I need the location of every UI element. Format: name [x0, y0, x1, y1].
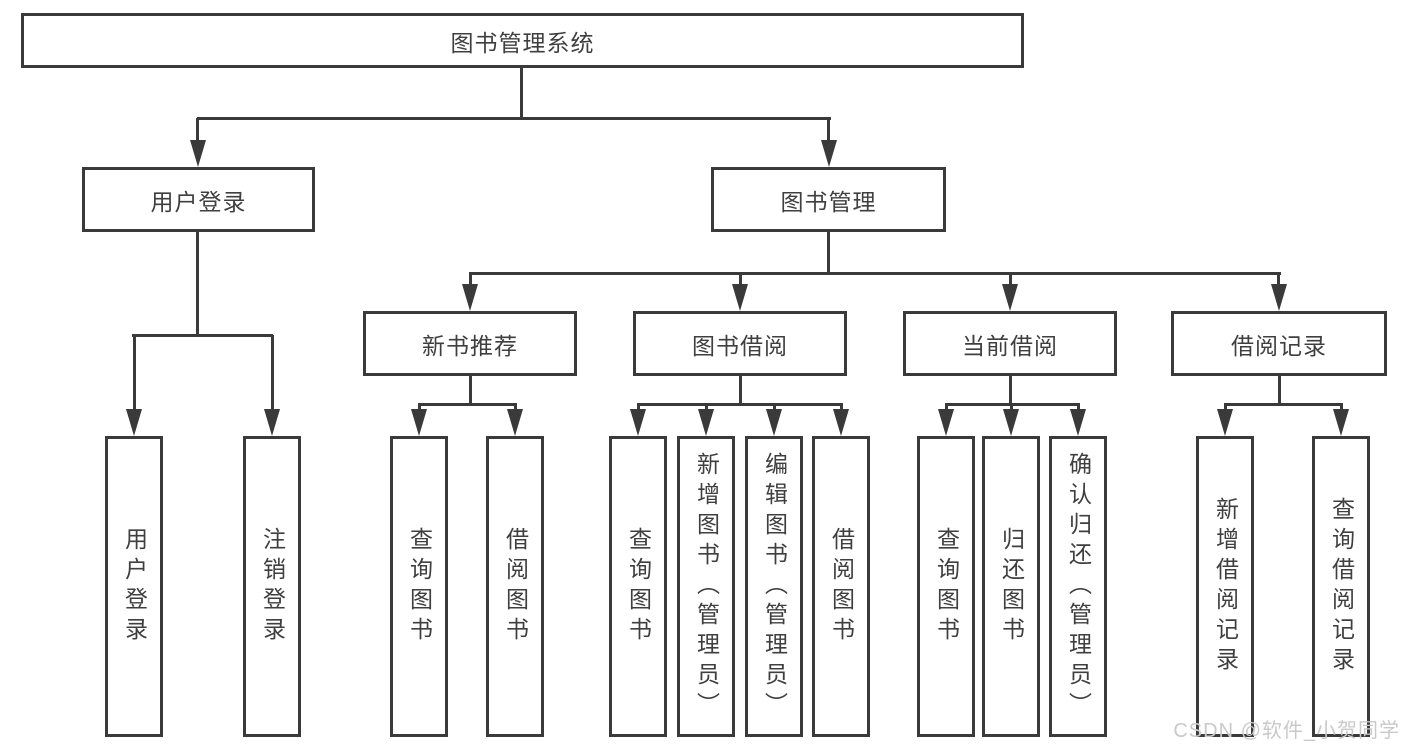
- connector-line: [1224, 403, 1343, 406]
- connector-line: [1009, 273, 1012, 285]
- node-book-borrowing: 图书借阅: [633, 311, 847, 376]
- connector-arrow: [411, 409, 427, 436]
- leaf-user-login-label: 用户登录: [121, 526, 148, 647]
- connector-line: [773, 404, 776, 410]
- connector-line: [520, 68, 523, 118]
- node-new-book-recommend-label: 新书推荐: [422, 332, 518, 359]
- node-current-borrowing: 当前借阅: [903, 311, 1117, 376]
- connector-line: [840, 404, 843, 410]
- connector-arrow: [462, 284, 478, 311]
- connector-arrow: [833, 409, 849, 436]
- connector-line: [196, 118, 199, 142]
- connector-arrow: [126, 409, 142, 436]
- leaf-logout: 注销登录: [243, 436, 301, 737]
- connector-line: [827, 232, 830, 273]
- connector-arrow: [698, 409, 714, 436]
- node-borrowing-records: 借阅记录: [1171, 311, 1387, 376]
- connector-arrow: [1333, 409, 1349, 436]
- connector-arrow: [507, 409, 523, 436]
- connector-line: [637, 404, 640, 410]
- connector-arrow: [732, 284, 748, 311]
- connector-line: [196, 232, 199, 335]
- connector-line: [1277, 273, 1280, 285]
- leaf-query-book-borrowing-label: 查询图书: [625, 526, 652, 647]
- connector-line: [469, 272, 1281, 275]
- leaf-return-book-label: 归还图书: [998, 526, 1025, 647]
- leaf-query-book-recommend: 查询图书: [390, 436, 448, 737]
- node-user-login: 用户登录: [82, 167, 315, 232]
- connector-arrow: [1002, 284, 1018, 311]
- node-book-management: 图书管理: [711, 167, 946, 232]
- leaf-add-borrow-record: 新增借阅记录: [1196, 436, 1254, 737]
- node-book-borrowing-label: 图书借阅: [692, 332, 788, 359]
- connector-line: [418, 403, 517, 406]
- leaf-borrow-book-borrowing-label: 借阅图书: [828, 526, 855, 647]
- connector-line: [469, 376, 472, 404]
- leaf-query-book-borrowing: 查询图书: [609, 436, 667, 737]
- connector-arrow: [1271, 284, 1287, 311]
- leaf-query-book-current: 查询图书: [917, 436, 975, 737]
- node-root: 图书管理系统: [21, 13, 1024, 68]
- leaf-edit-book-admin: 编辑图书（管理员）: [745, 436, 803, 737]
- connector-arrow: [1217, 409, 1233, 436]
- connector-arrow: [264, 409, 280, 436]
- leaf-query-book-recommend-label: 查询图书: [406, 526, 433, 647]
- connector-arrow: [938, 409, 954, 436]
- node-new-book-recommend: 新书推荐: [363, 311, 577, 376]
- connector-line: [1224, 404, 1227, 410]
- connector-arrow: [1003, 409, 1019, 436]
- connector-line: [418, 404, 421, 410]
- connector-line: [132, 334, 273, 337]
- connector-line: [739, 273, 742, 285]
- leaf-add-borrow-record-label: 新增借阅记录: [1212, 496, 1239, 677]
- leaf-edit-book-admin-label: 编辑图书（管理员）: [761, 451, 788, 722]
- connector-line: [637, 403, 843, 406]
- leaf-logout-label: 注销登录: [259, 526, 286, 647]
- connector-arrow: [630, 409, 646, 436]
- connector-line: [514, 404, 517, 410]
- leaf-query-borrow-record: 查询借阅记录: [1312, 436, 1370, 737]
- connector-arrow: [190, 140, 206, 167]
- leaf-query-book-current-label: 查询图书: [933, 526, 960, 647]
- connector-arrow: [821, 140, 837, 167]
- connector-line: [1278, 376, 1281, 404]
- connector-line: [469, 273, 472, 285]
- connector-line: [1010, 404, 1013, 410]
- connector-line: [271, 335, 274, 410]
- leaf-return-book: 归还图书: [982, 436, 1040, 737]
- connector-line: [739, 376, 742, 404]
- node-borrowing-records-label: 借阅记录: [1231, 332, 1327, 359]
- leaf-confirm-return-admin: 确认归还（管理员）: [1049, 436, 1107, 737]
- node-root-label: 图书管理系统: [450, 29, 595, 56]
- leaf-user-login: 用户登录: [105, 436, 163, 737]
- csdn-watermark: CSDN @软件_小贺同学: [1173, 720, 1400, 742]
- connector-line: [945, 404, 948, 410]
- connector-line: [1340, 404, 1343, 410]
- leaf-borrow-book-recommend-label: 借阅图书: [502, 526, 529, 647]
- leaf-confirm-return-admin-label: 确认归还（管理员）: [1065, 451, 1092, 722]
- connector-line: [197, 117, 831, 120]
- node-current-borrowing-label: 当前借阅: [962, 332, 1058, 359]
- connector-line: [1009, 376, 1012, 404]
- connector-line: [827, 118, 830, 142]
- connector-line: [133, 335, 136, 410]
- leaf-borrow-book-borrowing: 借阅图书: [812, 436, 870, 737]
- node-user-login-label: 用户登录: [150, 188, 247, 215]
- leaf-query-borrow-record-label: 查询借阅记录: [1328, 496, 1355, 677]
- connector-line: [1077, 404, 1080, 410]
- connector-line: [705, 404, 708, 410]
- connector-arrow: [1070, 409, 1086, 436]
- leaf-add-book-admin-label: 新增图书（管理员）: [693, 451, 720, 722]
- leaf-add-book-admin: 新增图书（管理员）: [677, 436, 735, 737]
- connector-arrow: [766, 409, 782, 436]
- leaf-borrow-book-recommend: 借阅图书: [486, 436, 544, 737]
- node-book-management-label: 图书管理: [780, 188, 877, 215]
